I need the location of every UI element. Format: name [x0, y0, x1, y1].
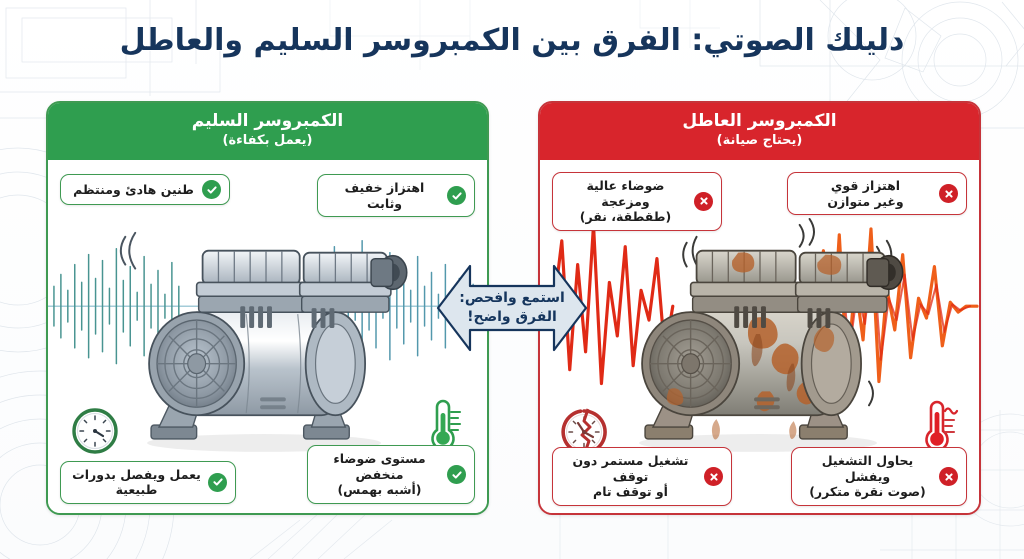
check-circle-icon	[447, 186, 466, 206]
bad-panel-subtitle: (يحتاج صيانة)	[716, 132, 803, 148]
good-feature-noise[interactable]: مستوى ضوضاء منخفض (أشبه بهمس)	[307, 445, 475, 504]
bad-compressor-panel: الكمبروسر العاطل (يحتاج صيانة)	[538, 101, 981, 515]
good-compressor-panel: الكمبروسر السليم (يعمل بكفاءة)	[46, 101, 489, 515]
bad-feature-cycling-label: تشغيل مستمر دون توقف أو توقف تام	[572, 453, 689, 500]
good-compressor-illustration	[147, 249, 408, 452]
check-circle-icon	[208, 472, 227, 492]
double-arrow-horizontal-icon	[436, 264, 588, 352]
bad-panel-body: اهتزاز قوي وغير متوازن ضوضاء عالية ومزعج…	[540, 160, 979, 513]
good-feature-cycling[interactable]: يعمل ويفصل بدورات طبيعية	[60, 460, 236, 504]
bad-feature-cycling[interactable]: تشغيل مستمر دون توقف أو توقف تام	[552, 447, 732, 506]
good-feature-vibration[interactable]: اهتزاز خفيف وثابت	[317, 174, 475, 218]
bad-feature-noise-label: ضوضاء عالية ومزعجة (طقطقة، نقر)	[579, 178, 672, 225]
clock-intact-icon	[70, 406, 120, 460]
x-circle-icon	[939, 467, 958, 487]
bad-compressor-illustration	[639, 249, 904, 452]
good-feature-cycling-label: يعمل ويفصل بدورات طبيعية	[72, 466, 201, 498]
good-feature-hum-label: طنين هادئ ومنتظم	[73, 181, 194, 197]
good-panel-body: اهتزاز خفيف وثابت طنين هادئ ومنتظم مستوى…	[48, 160, 487, 513]
center-compare-arrow: استمع وافحص: الفرق واضح!	[436, 252, 588, 364]
good-panel-header: الكمبروسر السليم (يعمل بكفاءة)	[48, 103, 487, 160]
bad-feature-vibration-label: اهتزاز قوي وغير متوازن	[827, 178, 904, 209]
bad-feature-start-fail[interactable]: يحاول التشغيل ويفشل (صوت نقرة متكرر)	[791, 447, 967, 506]
good-panel-subtitle: (يعمل بكفاءة)	[222, 132, 313, 148]
x-circle-icon	[694, 191, 713, 211]
bad-panel-title: الكمبروسر العاطل	[682, 111, 837, 132]
bad-feature-vibration[interactable]: اهتزاز قوي وغير متوازن	[787, 172, 967, 216]
check-circle-icon	[202, 180, 221, 199]
good-feature-vibration-label: اهتزاز خفيف وثابت	[344, 180, 425, 211]
x-circle-icon	[939, 184, 958, 204]
good-feature-hum[interactable]: طنين هادئ ومنتظم	[60, 174, 230, 205]
title-container: دليلك الصوتي: الفرق بين الكمبروسر السليم…	[0, 22, 1024, 60]
bad-feature-start-fail-label: يحاول التشغيل ويفشل (صوت نقرة متكرر)	[809, 453, 926, 500]
x-circle-icon	[704, 467, 723, 487]
good-feature-noise-label: مستوى ضوضاء منخفض (أشبه بهمس)	[333, 451, 426, 498]
page-title: دليلك الصوتي: الفرق بين الكمبروسر السليم…	[119, 23, 905, 58]
check-circle-icon	[447, 465, 466, 485]
bad-panel-header: الكمبروسر العاطل (يحتاج صيانة)	[540, 103, 979, 160]
good-panel-title: الكمبروسر السليم	[191, 111, 344, 132]
good-vibration-lines	[119, 231, 137, 270]
bad-feature-noise[interactable]: ضوضاء عالية ومزعجة (طقطقة، نقر)	[552, 172, 722, 231]
